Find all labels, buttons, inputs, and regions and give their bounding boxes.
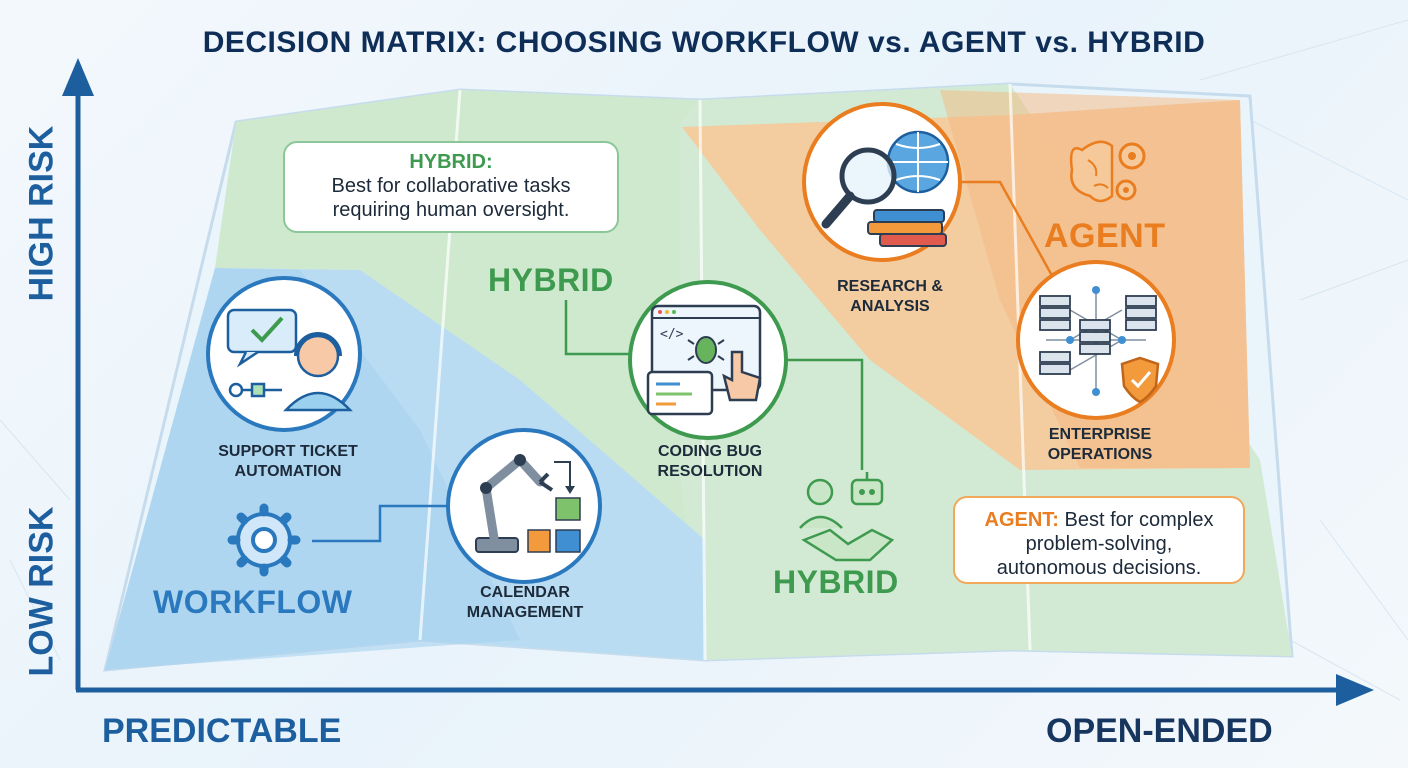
x-axis-left-label: PREDICTABLE: [102, 712, 342, 750]
code-bug-icon: </>: [628, 280, 788, 440]
node-label-line: MANAGEMENT: [466, 604, 584, 621]
callout-hybrid-line: Best for collaborative tasks: [331, 175, 571, 197]
node-label-line: RESEARCH &: [837, 278, 943, 295]
callout-agent-line: problem-solving,: [1025, 533, 1173, 555]
node-label-enterprise: ENTERPRISE OPERATIONS: [1000, 425, 1200, 465]
x-axis: [76, 674, 1374, 706]
callout-agent-line: AGENT: Best for complex: [955, 508, 1243, 532]
node-label-line: SUPPORT TICKET: [218, 443, 358, 460]
gear-icon: [227, 503, 301, 577]
zone-label-hybrid-upper: HYBRID: [488, 262, 614, 298]
node-label-support: SUPPORT TICKET AUTOMATION: [188, 442, 388, 482]
callout-hybrid-line: requiring human oversight.: [332, 199, 570, 221]
background-network: [0, 19, 1408, 701]
svg-text:</>: </>: [660, 327, 684, 342]
node-label-line: CALENDAR: [480, 584, 570, 601]
node-label-line: ANALYSIS: [850, 298, 930, 315]
x-axis-right-label: OPEN-ENDED: [1046, 712, 1273, 750]
callout-hybrid: HYBRID: Best for collaborative tasks req…: [283, 141, 619, 233]
page-title: DECISION MATRIX: CHOOSING WORKFLOW vs. A…: [202, 26, 1206, 59]
callout-agent-line: autonomous decisions.: [996, 557, 1202, 579]
node-label-line: CODING BUG: [658, 443, 762, 460]
robot-arm-icon: [446, 428, 602, 584]
node-label-line: AUTOMATION: [234, 463, 342, 480]
magnifier-globe-icon: [802, 102, 962, 262]
zone-label-hybrid-lower: HYBRID: [773, 564, 899, 600]
y-axis-top-label: HIGH RISK: [22, 125, 61, 302]
node-label-calendar: CALENDAR MANAGEMENT: [430, 583, 620, 623]
callout-hybrid-heading: HYBRID:: [409, 151, 493, 173]
callout-agent: AGENT: Best for complex problem-solving,…: [953, 496, 1245, 584]
callout-agent-heading: AGENT:: [984, 509, 1059, 531]
node-label-line: ENTERPRISE: [1048, 426, 1152, 443]
callout-agent-text: Best for complex: [1058, 509, 1214, 531]
zone-label-workflow: WORKFLOW: [153, 584, 353, 620]
y-axis: [62, 58, 94, 690]
handshake-icon: [799, 472, 895, 562]
y-axis-bottom-label: LOW RISK: [22, 506, 61, 677]
node-label-line: RESOLUTION: [657, 463, 763, 480]
shield-icon: [1120, 356, 1160, 404]
node-label-line: OPERATIONS: [1047, 446, 1153, 463]
zone-label-agent: AGENT: [1044, 217, 1166, 255]
brain-gear-icon: [1069, 140, 1146, 203]
node-label-research: RESEARCH & ANALYSIS: [790, 277, 990, 317]
support-agent-icon: [206, 276, 362, 432]
node-label-coding: CODING BUG RESOLUTION: [610, 442, 810, 482]
